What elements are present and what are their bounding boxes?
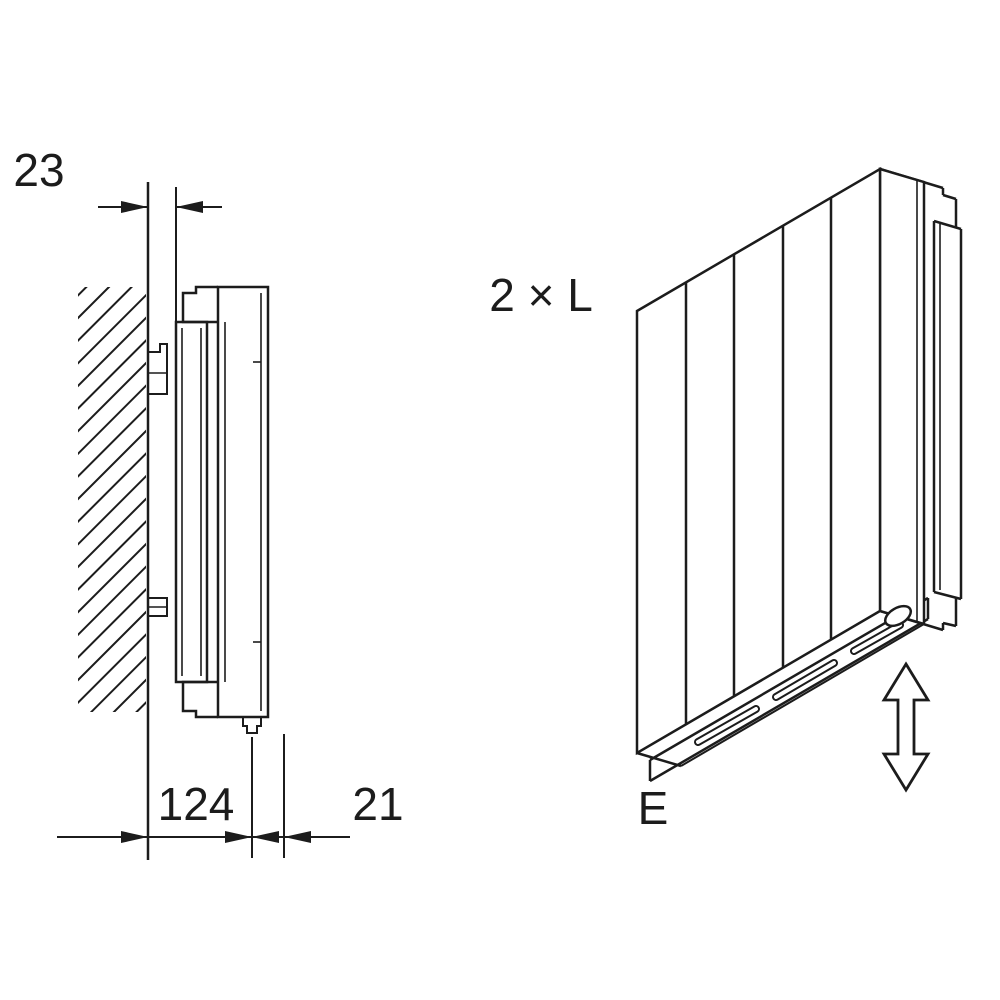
rail-bottom-edge bbox=[649, 617, 929, 783]
dim-label-front-clearance: 21 bbox=[352, 778, 403, 830]
bottom-bracket-profile bbox=[181, 680, 218, 719]
valve-port bbox=[883, 604, 913, 628]
drain-valve bbox=[242, 717, 262, 734]
dimension-arrow bbox=[252, 831, 279, 843]
length-label: 2 × L bbox=[489, 269, 593, 321]
side-section-view: 23 124 21 bbox=[13, 144, 404, 860]
dimension-arrow bbox=[284, 831, 311, 843]
bottom-face-left-edge bbox=[636, 751, 682, 768]
dimension-depth-and-front-clearance: 124 21 bbox=[57, 734, 404, 858]
bracket-edge bbox=[942, 621, 957, 628]
radiator-profile bbox=[148, 285, 270, 734]
rail-slot bbox=[852, 623, 902, 653]
rail-label: E bbox=[638, 782, 669, 834]
isometric-view: 2 × L E bbox=[489, 166, 963, 834]
panel-slats bbox=[684, 198, 833, 724]
front-panel bbox=[216, 285, 270, 719]
floor-rail bbox=[648, 596, 930, 783]
bracket-edge bbox=[942, 193, 957, 201]
wall-hatching bbox=[78, 287, 146, 712]
rail-top-edge bbox=[649, 596, 929, 762]
dimension-wall-clearance: 23 bbox=[13, 144, 222, 330]
rail-slot bbox=[696, 707, 758, 744]
back-panel bbox=[174, 320, 209, 684]
dimension-arrow bbox=[225, 831, 252, 843]
dimension-arrow bbox=[176, 201, 203, 213]
bottom-face-back-edge bbox=[680, 623, 925, 767]
rail-slot bbox=[774, 661, 836, 699]
back-panel-bottom-edge bbox=[933, 590, 962, 601]
dimension-arrow bbox=[121, 201, 148, 213]
dimension-arrow bbox=[121, 831, 148, 843]
height-adjust-arrow bbox=[881, 661, 931, 793]
dim-label-wall-clearance: 23 bbox=[13, 144, 64, 196]
wall-bracket-upper bbox=[148, 343, 168, 395]
dim-label-depth: 124 bbox=[158, 778, 235, 830]
front-face bbox=[635, 166, 882, 756]
back-panel-iso bbox=[932, 219, 963, 601]
top-bracket-profile bbox=[181, 285, 218, 324]
